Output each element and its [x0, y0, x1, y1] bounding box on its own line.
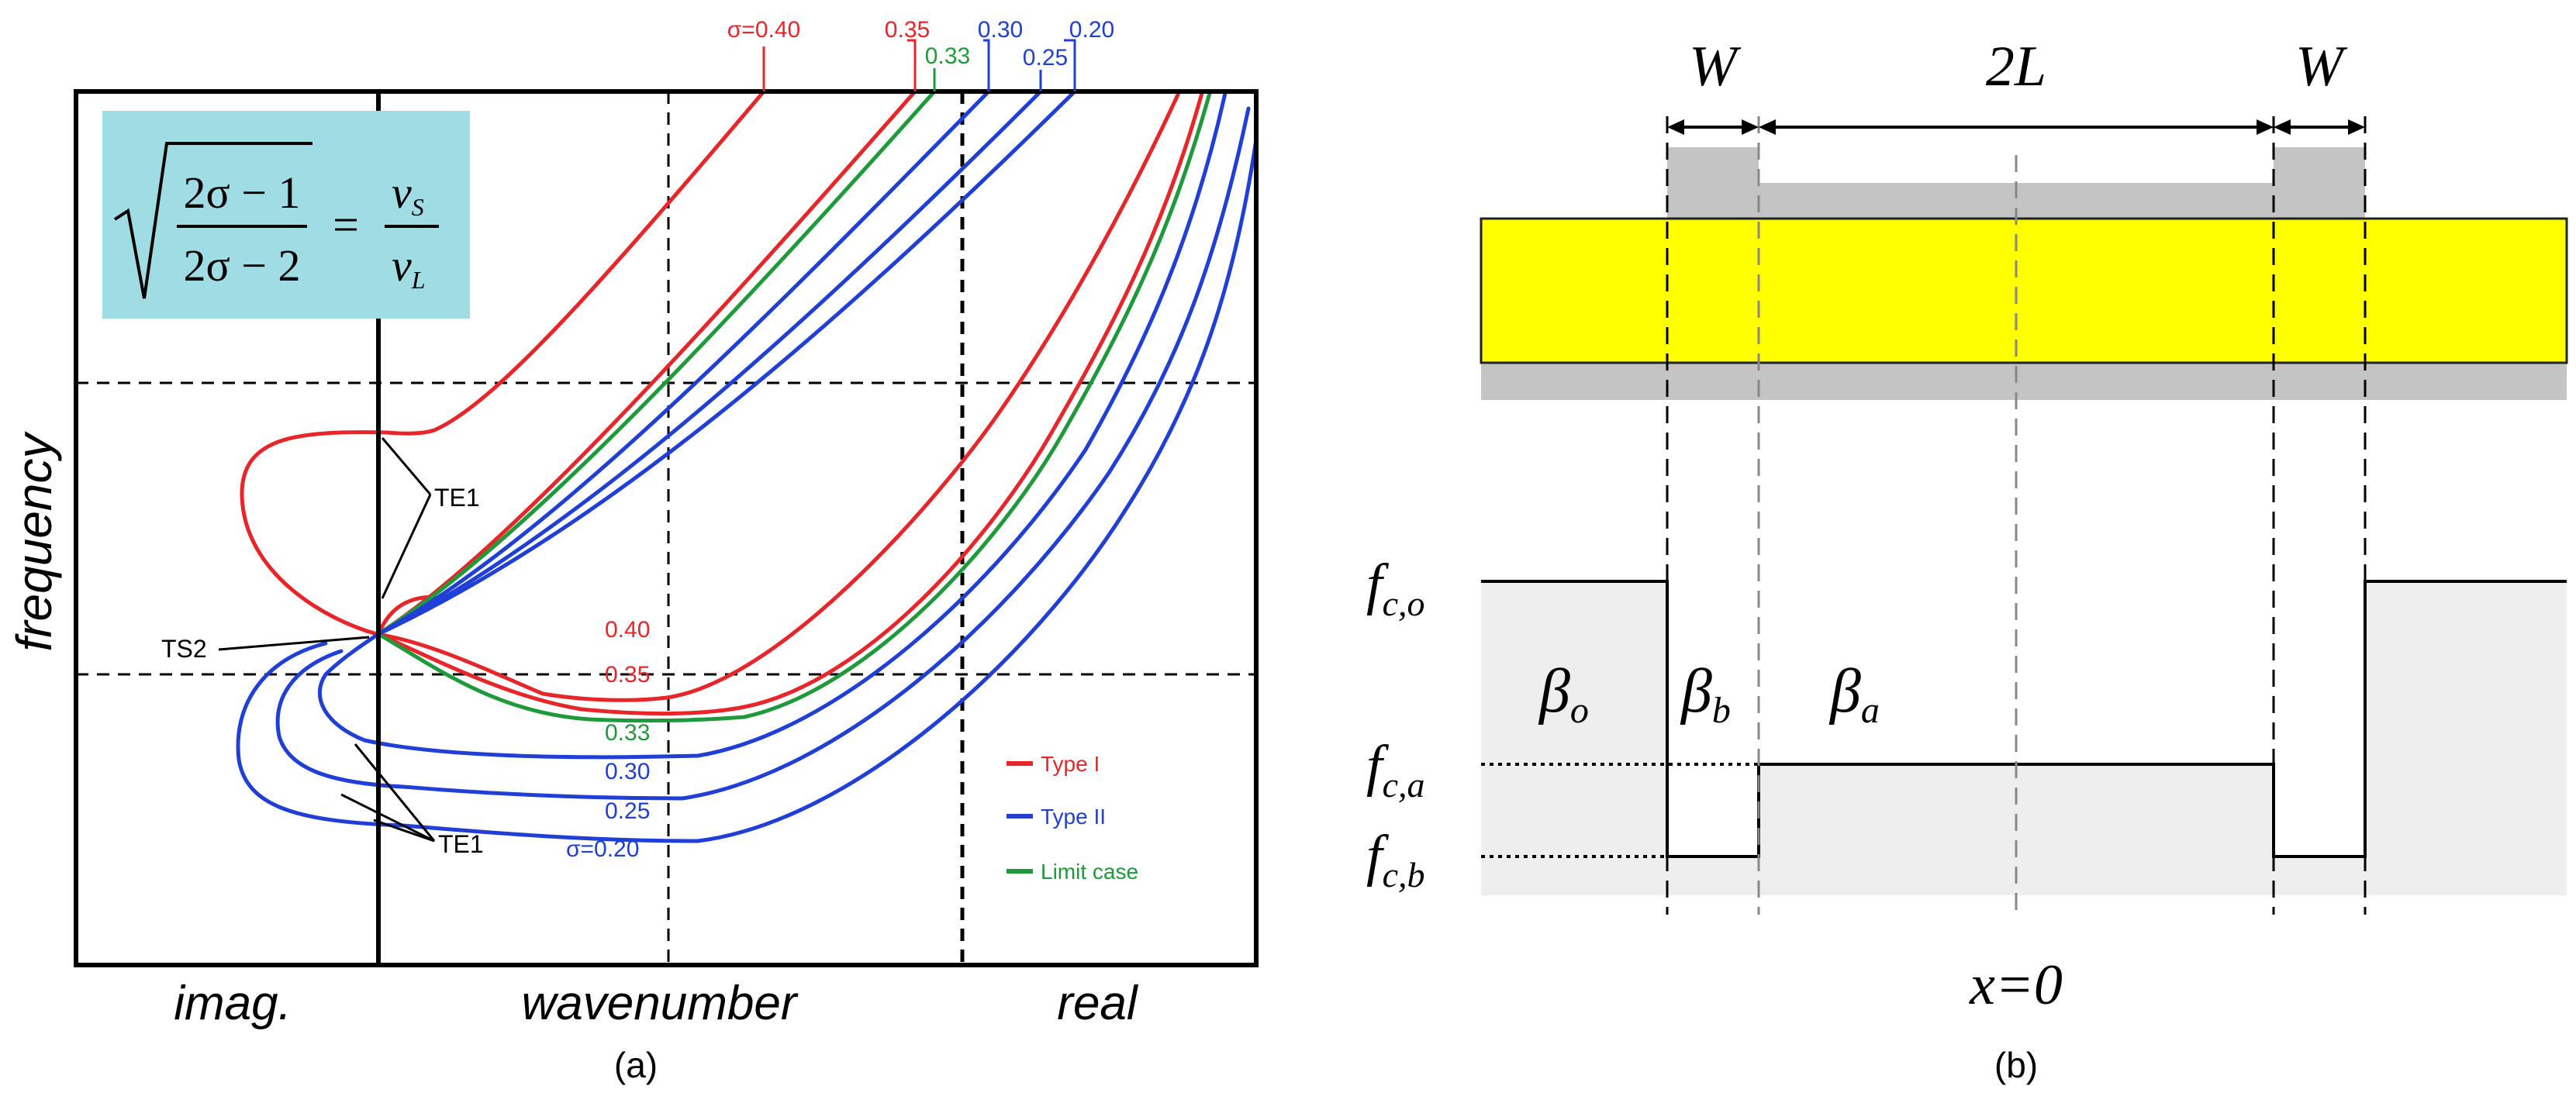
cutoff-shading: [1481, 581, 2567, 895]
label-fca: fc,a: [1366, 734, 1424, 805]
equation-box: 2σ − 1 2σ − 2 = vS vL: [102, 111, 470, 319]
curve-upper-025: [376, 89, 1043, 636]
eq-rhs-denominator: vL: [392, 240, 426, 294]
eq-equals: =: [333, 199, 359, 250]
vertical-guides: [1666, 116, 2367, 915]
plot-frame: [74, 89, 1259, 967]
arrowhead-2l-a: [1759, 119, 1776, 135]
curve-lower-030: [317, 91, 1228, 760]
annotation-pointers: [218, 437, 436, 843]
caption-a: (a): [614, 1045, 658, 1085]
curve-upper-030: [376, 89, 991, 636]
x-label-imag: imag.: [174, 977, 292, 1030]
shade-outer-right: [2365, 581, 2567, 895]
legend-label-type-i: Type I: [1041, 752, 1100, 776]
curve-label-030: 0.30: [605, 759, 650, 784]
top-label-040: σ=0.40: [727, 17, 800, 43]
eq-denominator: 2σ − 2: [184, 240, 301, 291]
eq-rhs-numerator: vS: [392, 167, 424, 221]
label-fco: fc,o: [1366, 553, 1424, 623]
label-te1-lower: TE1: [438, 830, 484, 858]
bottom-electrode: [1481, 361, 2567, 400]
curve-label-040: 0.40: [605, 617, 650, 643]
legend-label-type-ii: Type II: [1041, 805, 1106, 829]
x-label-wavenumber: wavenumber: [522, 977, 799, 1030]
arrowhead-w-right-b: [2348, 119, 2365, 135]
top-label-025: 0.25: [1023, 45, 1068, 71]
te1-lower-pointer-c: [373, 819, 435, 843]
top-electrode-right: [2274, 147, 2365, 222]
top-label-030: 0.30: [978, 17, 1023, 43]
ts2-pointer: [218, 636, 370, 651]
x-label-real: real: [1057, 977, 1139, 1030]
curve-upper-033: [376, 89, 937, 636]
label-w-left: W: [1689, 35, 1742, 98]
panel-a: 2σ − 1 2σ − 2 = vS vL TE1 TS2 TE1 σ=0.40…: [6, 17, 1259, 1085]
dispersion-curves: [236, 89, 1259, 843]
te1-lower-pointer-b: [340, 793, 435, 843]
label-ts2: TS2: [161, 635, 207, 663]
label-beta-b: βb: [1680, 657, 1731, 731]
top-leader-035: [907, 39, 917, 91]
arrowhead-2l-b: [2257, 119, 2274, 135]
arrowhead-w-right-a: [2274, 119, 2291, 135]
top-label-020: 0.20: [1069, 17, 1114, 43]
top-label-033: 0.33: [925, 43, 970, 69]
legend-label-limit: Limit case: [1041, 860, 1138, 884]
curve-label-033: 0.33: [605, 720, 650, 746]
shade-outer-left: [1481, 581, 1667, 895]
label-fcb: fc,b: [1366, 824, 1424, 894]
curve-lower-035: [376, 91, 1204, 716]
top-labels: σ=0.40 0.35 0.33 0.30 0.25 0.20: [727, 17, 1114, 91]
curve-labels: 0.40 0.35 0.33 0.30 0.25 σ=0.20: [566, 617, 650, 862]
curve-label-020: σ=0.20: [566, 836, 639, 862]
top-electrode-left: [1667, 147, 1759, 222]
arrowhead-w-left-b: [1742, 119, 1759, 135]
shade-border-right: [2274, 857, 2365, 895]
curve-loop-inner-040: [376, 595, 437, 636]
curve-lower-033: [376, 91, 1212, 723]
label-w-right: W: [2295, 35, 2348, 98]
caption-b: (b): [1994, 1045, 2038, 1085]
label-2l: 2L: [1986, 35, 2046, 98]
label-beta-a: βa: [1828, 657, 1880, 731]
dimension-arrows: [1667, 119, 2365, 135]
te1-upper-pointer-a: [381, 437, 432, 495]
curve-lower-025: [275, 106, 1251, 801]
curve-lower-020: [236, 137, 1259, 843]
top-label-035: 0.35: [885, 17, 930, 43]
panel-b: W 2L W fc,o fc,a fc,b βo βb βa x=0 (b): [1366, 35, 2568, 1085]
shade-border-left: [1667, 857, 1759, 895]
label-te1-upper: TE1: [434, 484, 480, 512]
curve-lower-040: [375, 91, 1181, 702]
curve-label-025: 0.25: [605, 798, 650, 824]
te1-lower-pointer-a: [354, 743, 436, 842]
origin-label: x=0: [1969, 953, 2063, 1017]
piezo-layer: [1480, 217, 2568, 364]
curve-upper-020: [376, 89, 1077, 636]
eq-numerator: 2σ − 1: [184, 167, 301, 218]
sqrt-sign: [113, 142, 313, 299]
legend: Type I Type II Limit case: [1007, 752, 1138, 884]
y-axis-label: frequency: [6, 430, 62, 651]
curve-upper-040: [240, 89, 766, 636]
arrowhead-w-left-a: [1667, 119, 1684, 135]
curve-label-035: 0.35: [605, 662, 650, 688]
equation-background: [102, 111, 470, 319]
te1-upper-pointer-b: [381, 494, 432, 599]
label-beta-o: βo: [1538, 657, 1589, 731]
top-leader-030: [983, 39, 990, 91]
top-leader-020: [1064, 39, 1076, 91]
